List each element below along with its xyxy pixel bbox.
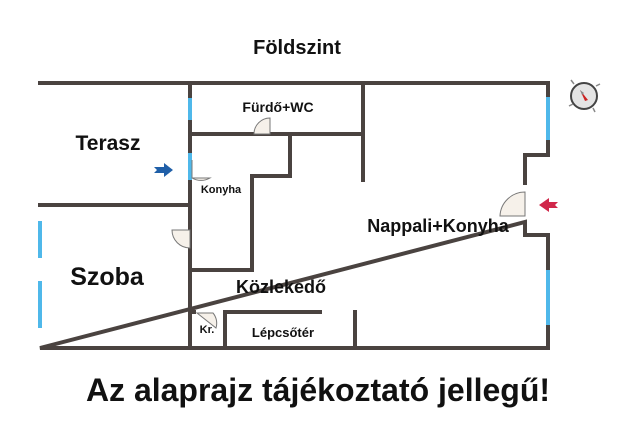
floor-title: Földszint [253, 37, 341, 59]
pantry-door [195, 312, 218, 329]
bathroom-door [253, 117, 271, 135]
room-label-terrace: Terasz [76, 132, 141, 155]
red-entry-arrow-icon [539, 198, 558, 212]
room-label-kitchen: Konyha [201, 184, 242, 196]
room-label-stairwell: Lépcsőtér [252, 325, 314, 340]
walls [38, 81, 550, 350]
windows [38, 97, 550, 328]
doors [171, 117, 526, 329]
entrance-door [499, 191, 526, 217]
room-label-living: Nappali+Konyha [367, 216, 510, 236]
room-label-hallway: Közlekedő [236, 277, 326, 297]
kitchen-door [191, 160, 212, 181]
room-label-bathroom: Fürdő+WC [242, 99, 313, 115]
disclaimer-text: Az alaprajz tájékoztató jellegű! [86, 372, 550, 408]
room-door [171, 229, 191, 249]
compass-icon [568, 79, 601, 113]
blue-entry-arrow-icon [154, 163, 173, 177]
room-label-pantry: Kr. [200, 324, 215, 336]
room-label-room: Szoba [70, 263, 145, 291]
